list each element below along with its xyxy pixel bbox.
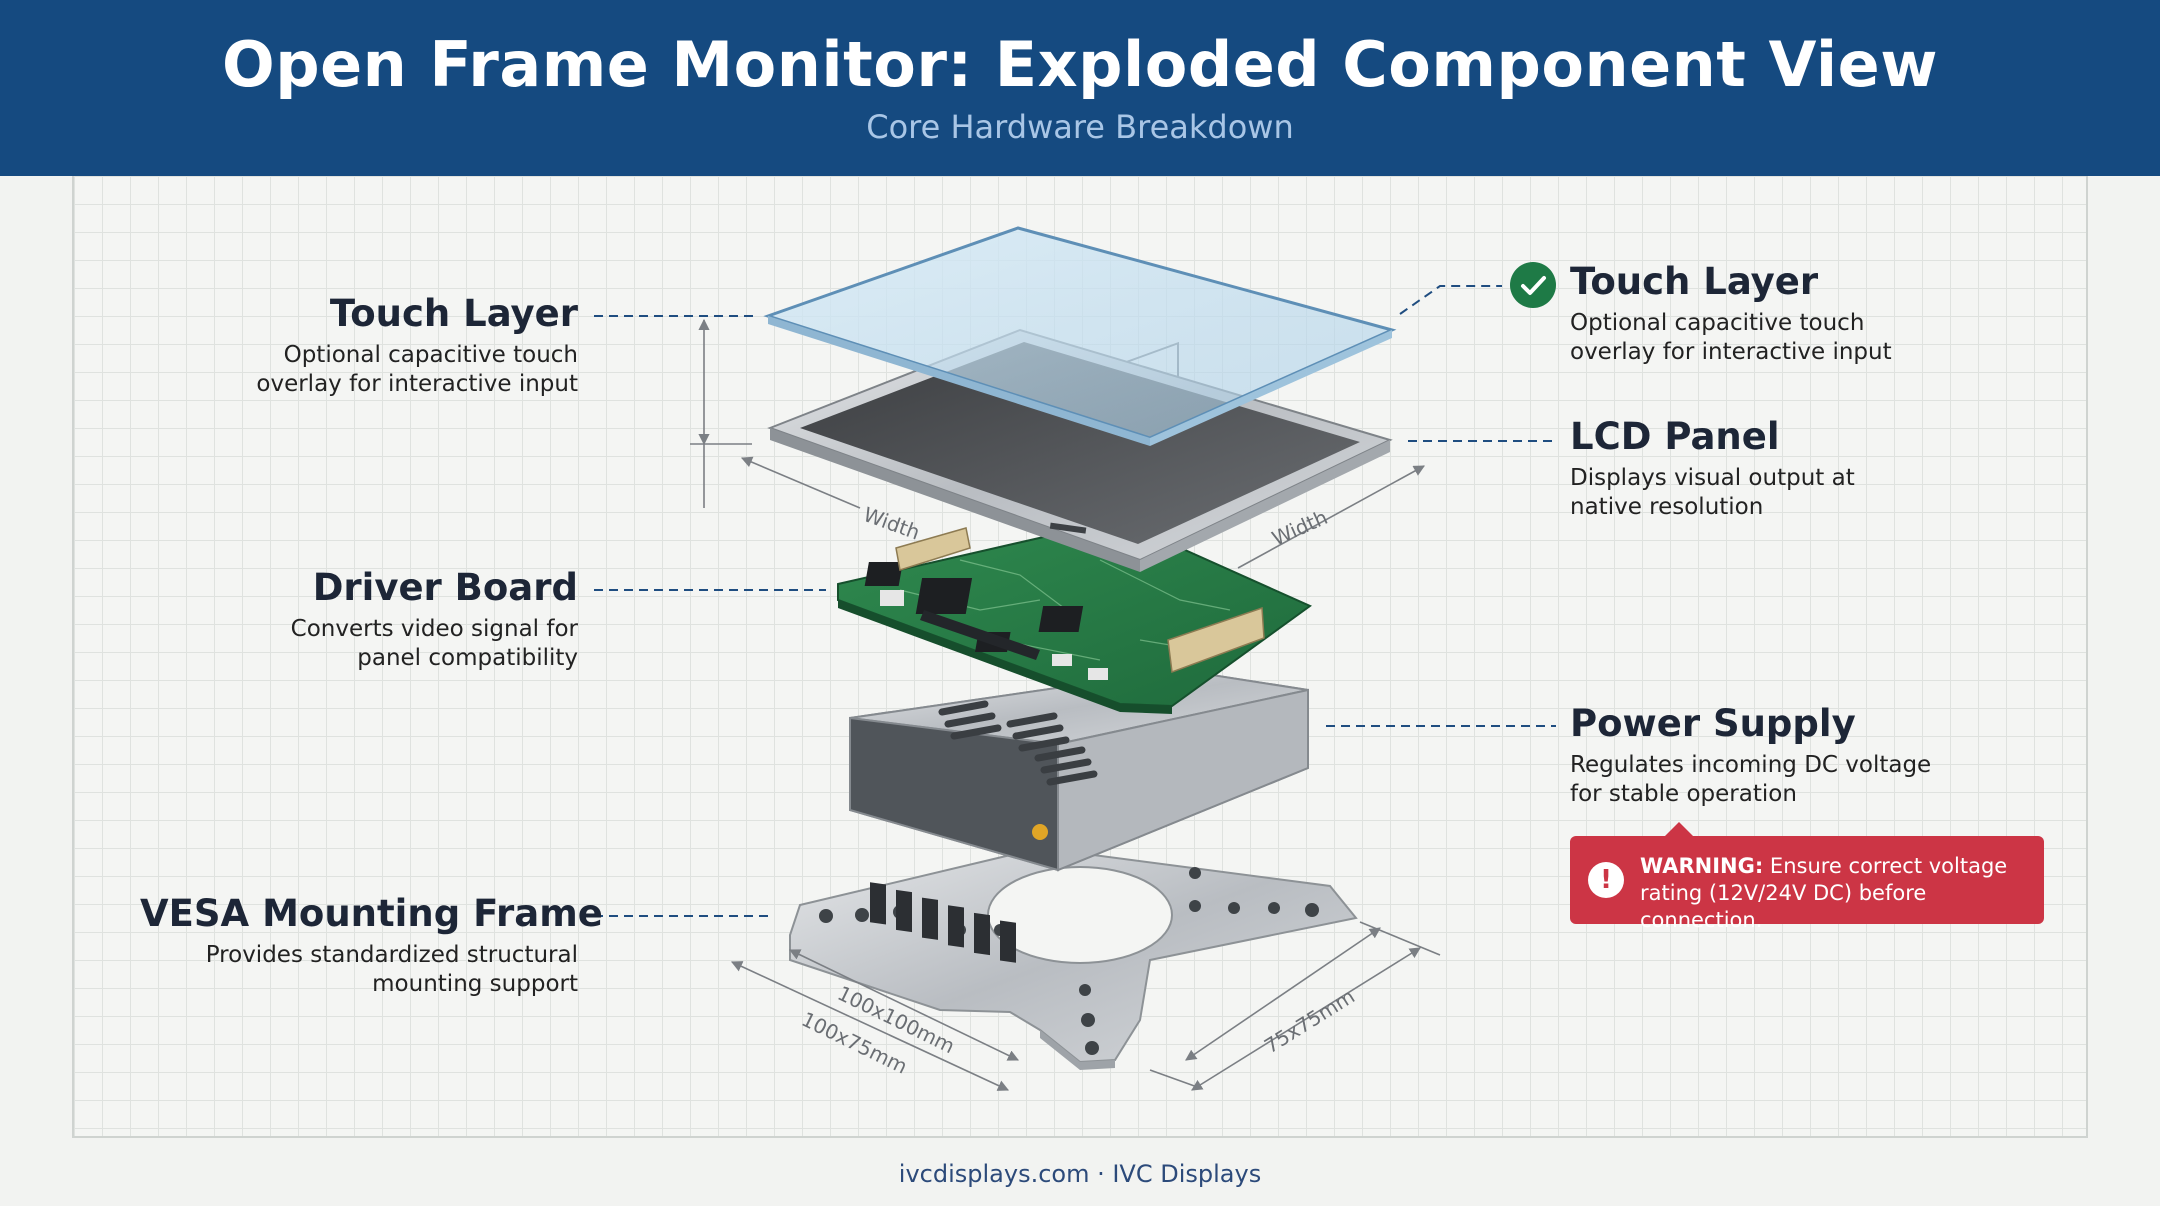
- warning-prefix: WARNING:: [1640, 854, 1764, 878]
- check-circle-icon: [1510, 262, 1556, 308]
- warning-pointer: [1664, 822, 1694, 837]
- label-vesa-frame: VESA Mounting Frame Provides standardize…: [140, 892, 603, 999]
- driver-board: [837, 518, 1312, 714]
- dim-width-left: Width: [860, 502, 923, 544]
- vesa-title: VESA Mounting Frame: [140, 892, 603, 935]
- touch-layer-glass: [763, 226, 1397, 446]
- driver-desc-2: panel compatibility: [357, 645, 578, 671]
- touch-right-title: Touch Layer: [1570, 260, 1819, 303]
- dim-75x75: 75x75mm: [1260, 984, 1359, 1058]
- label-touch-layer-right: Touch Layer Optional capacitive touch ov…: [1570, 260, 1990, 367]
- driver-desc-1: Converts video signal for: [290, 616, 578, 642]
- label-power-supply: Power Supply Regulates incoming DC volta…: [1570, 702, 2010, 809]
- touch-right-desc-1: Optional capacitive touch: [1570, 310, 1865, 336]
- lcd-title: LCD Panel: [1570, 415, 1780, 458]
- page-title: Open Frame Monitor: Exploded Component V…: [222, 28, 1938, 101]
- power-desc-2: for stable operation: [1570, 781, 1797, 807]
- touch-left-title: Touch Layer: [329, 292, 578, 335]
- dimension-lines: [690, 318, 1441, 1091]
- vesa-desc-1: Provides standardized structural: [205, 942, 578, 968]
- lcd-desc-2: native resolution: [1570, 494, 1764, 520]
- label-lcd-panel: LCD Panel Displays visual output at nati…: [1570, 415, 1990, 522]
- lcd-panel: [767, 328, 1393, 572]
- header-banner: Open Frame Monitor: Exploded Component V…: [0, 0, 2160, 176]
- exclamation-circle-icon: !: [1588, 862, 1624, 898]
- touch-left-desc-2: overlay for interactive input: [256, 371, 578, 397]
- vesa-desc-2: mounting support: [372, 971, 578, 997]
- leader-lines: [594, 285, 1556, 917]
- warning-text: WARNING: Ensure correct voltage rating (…: [1640, 853, 2040, 934]
- driver-title: Driver Board: [312, 566, 578, 609]
- touch-left-desc-1: Optional capacitive touch: [283, 342, 578, 368]
- warning-body: Ensure correct voltage rating (12V/24V D…: [1640, 854, 2008, 932]
- lcd-desc-1: Displays visual output at: [1570, 465, 1855, 491]
- warning-callout: ! WARNING: Ensure correct voltage rating…: [1570, 836, 2044, 932]
- touch-right-desc-2: overlay for interactive input: [1570, 339, 1892, 365]
- dim-width-right: Width: [1268, 505, 1331, 551]
- page-subtitle: Core Hardware Breakdown: [866, 108, 1294, 146]
- power-desc-1: Regulates incoming DC voltage: [1570, 752, 1932, 778]
- label-driver-board: Driver Board Converts video signal for p…: [200, 566, 578, 673]
- label-touch-layer-left: Touch Layer Optional capacitive touch ov…: [200, 292, 578, 399]
- power-title: Power Supply: [1570, 702, 1856, 745]
- footer-credit: ivcdisplays.com · IVC Displays: [898, 1160, 1262, 1188]
